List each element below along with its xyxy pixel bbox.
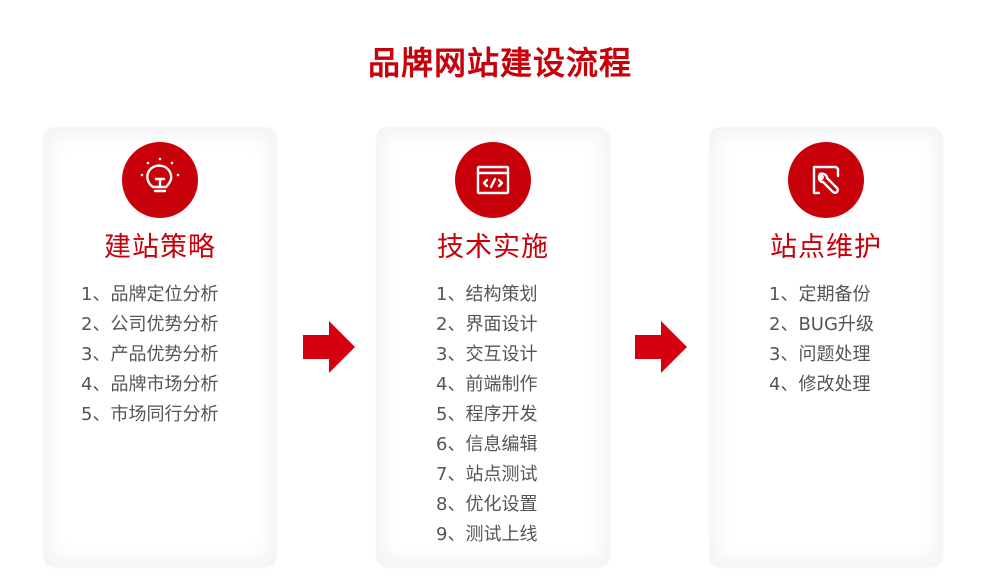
list-item: 1、结构策划 [436, 284, 538, 305]
list-item: 3、问题处理 [769, 344, 871, 365]
list-item: 4、修改处理 [769, 374, 871, 395]
step-card-strategy: 建站策略 1、品牌定位分析 2、公司优势分析 3、产品优势分析 4、品牌市场分析… [43, 127, 277, 567]
list-item: 1、定期备份 [769, 284, 871, 305]
list-item: 1、品牌定位分析 [81, 284, 219, 305]
list-item: 5、市场同行分析 [81, 404, 219, 425]
list-item: 8、优化设置 [436, 494, 538, 515]
list-item: 7、站点测试 [436, 464, 538, 485]
step-card-implementation: 技术实施 1、结构策划 2、界面设计 3、交互设计 4、前端制作 5、程序开发 … [376, 127, 610, 567]
list-item: 4、品牌市场分析 [81, 374, 219, 395]
list-item: 6、信息编辑 [436, 434, 538, 455]
list-item: 3、交互设计 [436, 344, 538, 365]
arrow-right-icon [635, 321, 687, 373]
wrench-document-icon [788, 142, 864, 218]
list-item: 9、测试上线 [436, 524, 538, 545]
list-item: 3、产品优势分析 [81, 344, 219, 365]
step-title: 建站策略 [104, 232, 216, 263]
lightbulb-icon [122, 142, 198, 218]
list-item: 2、BUG升级 [769, 314, 874, 335]
list-item: 2、界面设计 [436, 314, 538, 335]
page-title: 品牌网站建设流程 [367, 44, 632, 82]
arrow-right-icon [303, 321, 355, 373]
step-item-list: 1、定期备份 2、BUG升级 3、问题处理 4、修改处理 [709, 280, 943, 400]
step-item-list: 1、结构策划 2、界面设计 3、交互设计 4、前端制作 5、程序开发 6、信息编… [376, 280, 610, 550]
code-window-icon [455, 142, 531, 218]
step-item-list: 1、品牌定位分析 2、公司优势分析 3、产品优势分析 4、品牌市场分析 5、市场… [43, 280, 277, 430]
step-title: 站点维护 [770, 232, 882, 263]
step-card-maintenance: 站点维护 1、定期备份 2、BUG升级 3、问题处理 4、修改处理 [709, 127, 943, 567]
list-item: 5、程序开发 [436, 404, 538, 425]
list-item: 4、前端制作 [436, 374, 538, 395]
step-title: 技术实施 [437, 232, 549, 263]
list-item: 2、公司优势分析 [81, 314, 219, 335]
